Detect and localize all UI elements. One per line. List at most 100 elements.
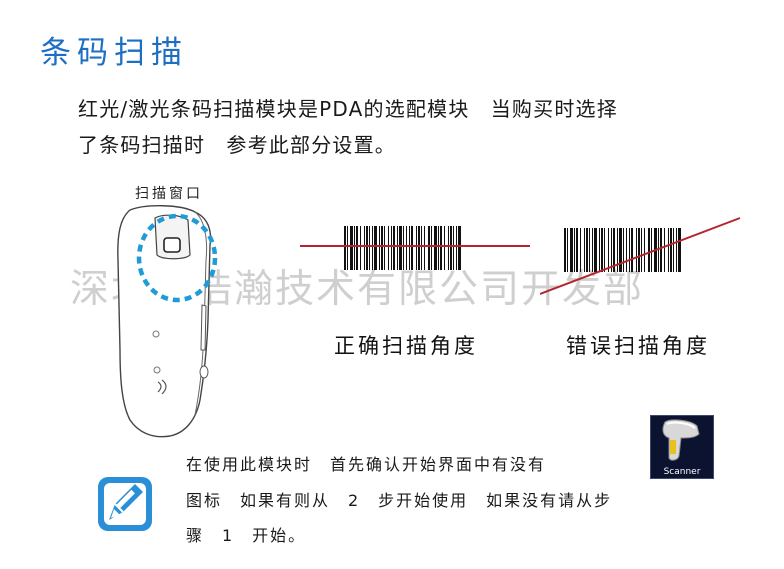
barcode-bar xyxy=(418,226,420,270)
barcode-bar xyxy=(613,228,615,272)
barcode-bar xyxy=(592,228,593,272)
barcode-bar xyxy=(589,228,590,272)
barcode-bar xyxy=(403,226,404,270)
barcode-bar xyxy=(636,228,637,272)
screw-mark xyxy=(152,330,160,338)
barcode-bar xyxy=(360,226,361,270)
barcode-bar xyxy=(354,226,355,270)
barcode-bar xyxy=(366,226,368,270)
barcode-bar xyxy=(664,228,665,272)
barcode-bar xyxy=(619,228,622,272)
barcode-bar xyxy=(611,228,612,272)
barcode-bar xyxy=(384,226,385,270)
note-line-3: 骤 1 开始。 xyxy=(186,526,307,545)
barcode-bar xyxy=(379,226,380,270)
scan-window xyxy=(163,237,181,253)
barcode-bar xyxy=(570,228,573,272)
barcode-bar xyxy=(438,226,439,270)
barcode-bar xyxy=(567,228,568,272)
barcode-bar xyxy=(428,226,430,270)
barcode-bar xyxy=(440,226,442,270)
barcode-bar xyxy=(397,226,398,270)
barcode-bar xyxy=(599,228,600,272)
barcode-bar xyxy=(399,226,402,270)
barcode-bar xyxy=(453,226,454,270)
barcode-bar xyxy=(629,228,630,272)
barcode-bar xyxy=(456,226,457,270)
barcode-bar xyxy=(601,228,603,272)
intro-line-2: 了条码扫描时 参考此部分设置。 xyxy=(78,133,396,157)
page-title: 条码扫描 xyxy=(40,35,188,71)
scan-window-highlight xyxy=(136,213,218,303)
barcode-bar xyxy=(369,226,370,270)
pda-body xyxy=(117,205,212,438)
scanner-app-icon: Scanner xyxy=(650,415,714,479)
barcode-bar xyxy=(586,228,588,272)
barcode-bar xyxy=(356,226,358,270)
barcode-bar xyxy=(576,228,578,272)
barcode-bar xyxy=(604,228,605,272)
barcode-bar xyxy=(434,226,437,270)
note-pencil-icon xyxy=(98,477,152,531)
barcode-bars xyxy=(344,226,461,270)
barcode-bar xyxy=(626,228,627,272)
barcode-bar xyxy=(381,226,383,270)
note-line-1: 在使用此模块时 首先确认开始界面中有没有 xyxy=(186,455,547,474)
barcode-scanner-gun-icon xyxy=(662,419,700,461)
correct-angle-barcode xyxy=(300,226,530,270)
barcode-bar xyxy=(448,226,449,270)
wrong-angle-caption: 错误扫描角度 xyxy=(566,334,710,358)
barcode-bar xyxy=(409,226,410,270)
barcode-bar xyxy=(364,226,365,270)
barcode-bar xyxy=(406,226,407,270)
barcode-bar xyxy=(594,228,597,272)
pda-device-illustration xyxy=(117,205,218,438)
barcode-bar xyxy=(416,226,417,270)
barcode-bar xyxy=(444,226,445,270)
barcode-bar xyxy=(431,226,432,270)
barcode-bar xyxy=(350,226,353,270)
barcode-bar xyxy=(372,226,373,270)
speaker-icon xyxy=(157,379,167,395)
barcode-bar xyxy=(638,228,640,272)
barcode-bar xyxy=(676,228,677,272)
barcode-bar xyxy=(644,228,645,272)
barcode-bar xyxy=(391,226,392,270)
barcode-bar xyxy=(673,228,674,272)
screw-mark xyxy=(153,366,161,374)
note-line-2: 图标 如果有则从 2 步开始使用 如果没有请从步 xyxy=(186,491,613,510)
side-button xyxy=(200,304,207,351)
barcode-bar xyxy=(631,228,633,272)
barcode-bar xyxy=(678,228,681,272)
intro-line-1: 红光/激光条码扫描模块是PDA的选配模块 当购买时选择 xyxy=(78,97,618,121)
barcode-bar xyxy=(458,226,461,270)
barcode-bar xyxy=(344,226,346,270)
barcode-bar xyxy=(617,228,618,272)
scanner-app-label: Scanner xyxy=(663,467,701,477)
barcode-bar xyxy=(651,228,652,272)
barcode-bar xyxy=(648,228,650,272)
side-key xyxy=(199,365,209,379)
barcode-bar xyxy=(421,226,422,270)
aim-line-tilted xyxy=(540,217,741,295)
scan-window-label: 扫描窗口 xyxy=(135,186,203,202)
barcode-bar xyxy=(660,228,662,272)
barcode-bar xyxy=(668,228,669,272)
barcode-bar xyxy=(641,228,642,272)
barcode-bar xyxy=(608,228,609,272)
barcode-bar xyxy=(374,226,377,270)
barcode-bar xyxy=(393,226,395,270)
barcode-bar xyxy=(347,226,348,270)
barcode-bars xyxy=(564,228,681,272)
wrong-angle-barcode xyxy=(540,217,741,295)
barcode-bar xyxy=(623,228,624,272)
barcode-bar xyxy=(580,228,581,272)
barcode-bar xyxy=(574,228,575,272)
barcode-bar xyxy=(411,226,413,270)
barcode-bar xyxy=(450,226,452,270)
correct-angle-caption: 正确扫描角度 xyxy=(334,334,478,358)
barcode-bar xyxy=(670,228,672,272)
barcode-bar xyxy=(388,226,389,270)
barcode-bar xyxy=(584,228,585,272)
barcode-bar xyxy=(564,228,566,272)
